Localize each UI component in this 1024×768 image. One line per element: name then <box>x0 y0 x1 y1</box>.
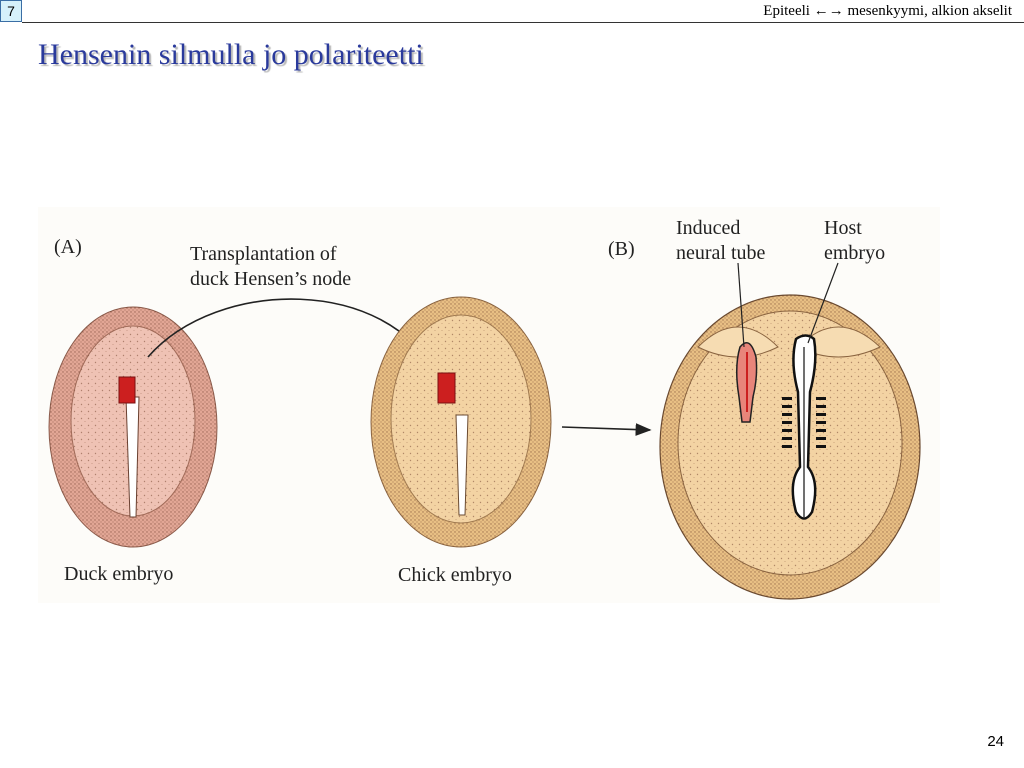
duck-embryo-label: Duck embryo <box>64 563 173 585</box>
host-embryo-with-induced-axis <box>659 262 921 600</box>
grafted-hensens-node <box>437 372 456 404</box>
slide-title: Hensenin silmulla jo polariteetti <box>38 38 424 71</box>
duck-hensens-node <box>118 376 136 404</box>
chick-embryo <box>370 296 552 548</box>
panel-a-label: (A) <box>54 236 82 258</box>
host-label-line1: Host <box>824 217 862 239</box>
induced-label-line1: Induced <box>676 217 740 239</box>
transplant-label-line2: duck Hensen’s node <box>190 268 351 290</box>
header-divider <box>22 22 1024 23</box>
transplant-label-line1: Transplantation of <box>190 243 337 265</box>
host-label-line2: embryo <box>824 242 885 264</box>
result-arrow <box>561 423 652 436</box>
host-somites <box>782 397 826 448</box>
host-label-pointer <box>807 262 839 344</box>
section-header-title: Epiteeli ←→ mesenkyymi, alkion akselit <box>763 3 1012 19</box>
chick-embryo-label: Chick embryo <box>398 564 512 586</box>
duck-embryo <box>48 306 218 548</box>
page-number: 24 <box>987 733 1004 750</box>
hensen-node-transplant-figure: (A) (B) Transplantation of duck Hensen’s… <box>38 207 940 603</box>
induced-label-pointer <box>737 262 745 348</box>
induced-label-line2: neural tube <box>676 242 766 264</box>
panel-b-label: (B) <box>608 238 635 260</box>
chapter-number-badge: 7 <box>0 0 22 22</box>
figure-illustration: (A) (B) Transplantation of duck Hensen’s… <box>38 207 940 603</box>
